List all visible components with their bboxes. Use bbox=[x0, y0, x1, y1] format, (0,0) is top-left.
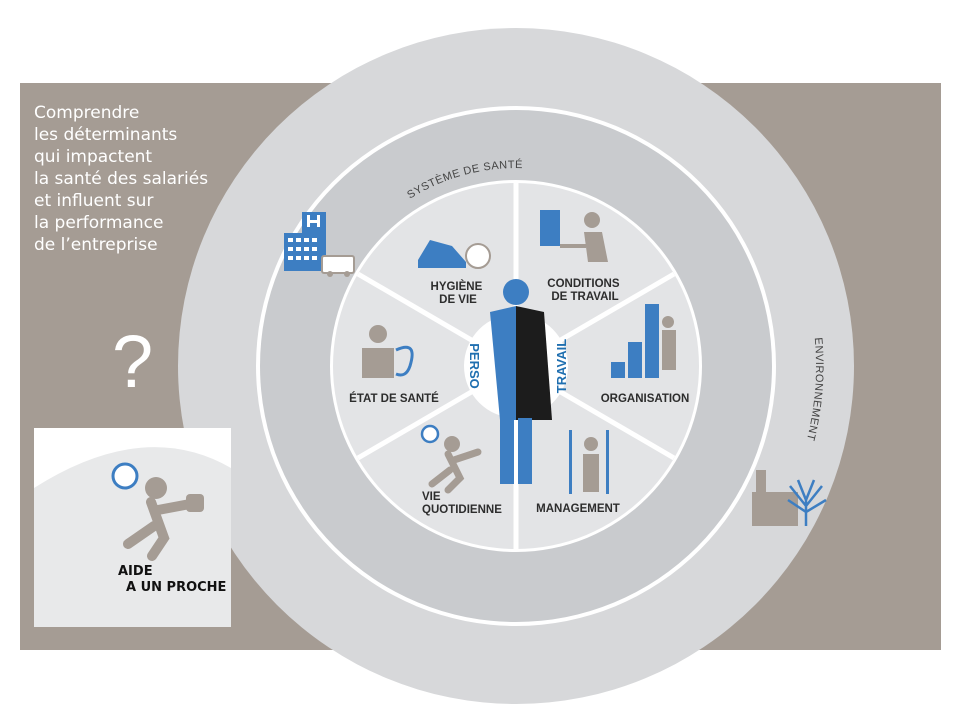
ambulance-icon bbox=[321, 255, 355, 277]
intro-line: et influent sur bbox=[34, 191, 154, 211]
perso-label: PERSO bbox=[467, 343, 482, 389]
hospital-icon bbox=[284, 212, 326, 271]
intro-line: Comprendre bbox=[34, 103, 140, 123]
intro-line: qui impactent bbox=[34, 147, 153, 167]
segment-management-label: MANAGEMENT bbox=[536, 503, 620, 515]
sneaker-apple-icon bbox=[418, 240, 491, 269]
segment-hygiene-label: HYGIÈNE DE VIE bbox=[431, 280, 486, 306]
factory-icon bbox=[752, 470, 798, 526]
question-mark: ? bbox=[112, 320, 154, 403]
segment-conditions-label: CONDITIONS DE TRAVAIL bbox=[547, 278, 622, 303]
intro-text: Comprendre les déterminants qui impacten… bbox=[34, 102, 244, 256]
caregiver-card-art bbox=[34, 447, 231, 627]
manager-icon bbox=[569, 430, 609, 494]
person-icon bbox=[490, 279, 552, 484]
intro-line: les déterminants bbox=[34, 125, 178, 145]
segment-vie-label: VIE QUOTIDIENNE bbox=[422, 491, 502, 516]
caregiver-running-icon bbox=[111, 462, 204, 561]
laptop-worker-icon bbox=[540, 210, 608, 262]
intro-line: de l’entreprise bbox=[34, 235, 158, 255]
caregiver-label-line2: A UN PROCHE bbox=[126, 580, 227, 595]
caregiver-label-line1: AIDE bbox=[118, 564, 153, 579]
org-chart-icon bbox=[611, 304, 676, 378]
travail-label: TRAVAIL bbox=[554, 339, 569, 393]
intro-line: la performance bbox=[34, 213, 164, 233]
running-person-icon bbox=[420, 424, 482, 494]
tree-icon bbox=[787, 479, 827, 526]
doctor-icon bbox=[362, 325, 414, 378]
caregiver-card: AIDE A UN PROCHE bbox=[34, 428, 231, 627]
segment-etat-label: ÉTAT DE SANTÉ bbox=[349, 392, 439, 405]
segment-organisation-label: ORGANISATION bbox=[601, 393, 690, 405]
intro-line: la santé des salariés bbox=[34, 169, 209, 189]
